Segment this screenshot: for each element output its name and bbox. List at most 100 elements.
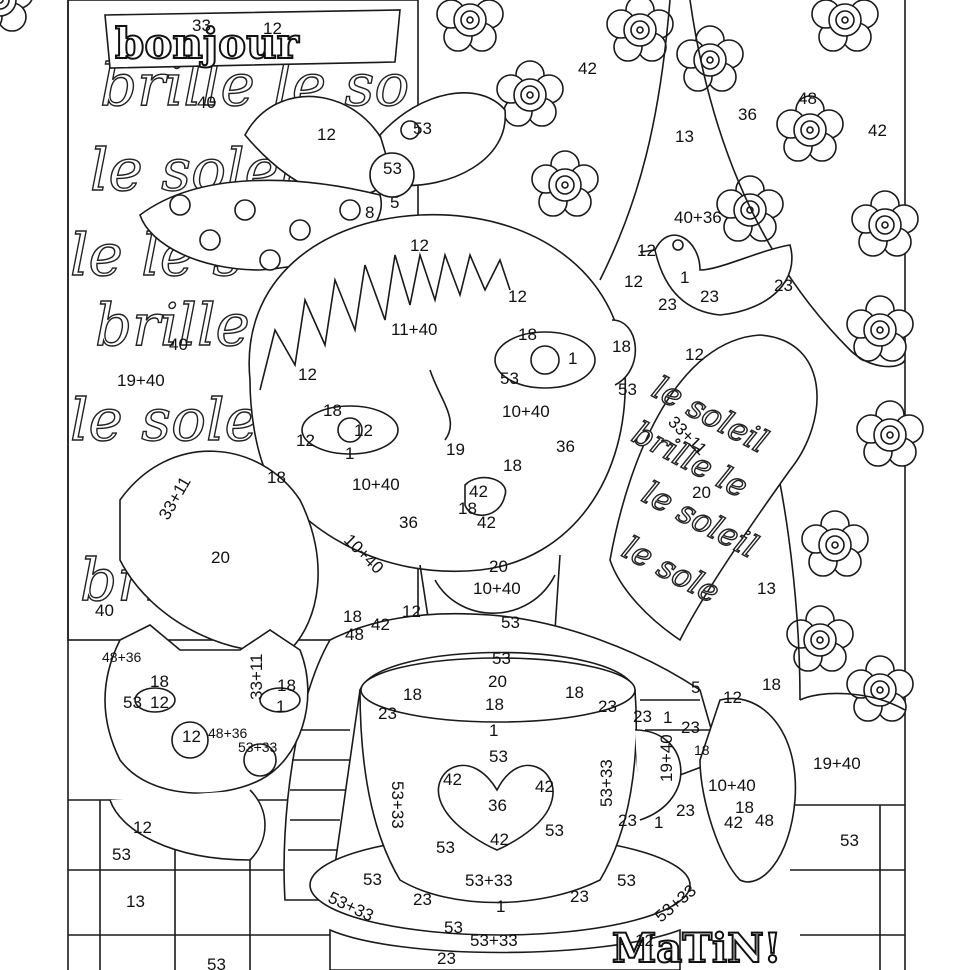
color-number: 12 <box>410 236 429 255</box>
floral-background <box>0 0 924 722</box>
cat <box>104 624 309 861</box>
curtain-line <box>599 0 671 281</box>
color-number: 13 <box>757 579 776 598</box>
color-number: 12 <box>298 365 317 384</box>
color-number: 53 <box>617 871 636 890</box>
color-number: 33+11 <box>247 654 266 700</box>
color-number: 42 <box>477 513 496 532</box>
color-number: 19+40 <box>657 734 676 782</box>
color-number: 53 <box>363 870 382 889</box>
color-number: 48 <box>798 89 817 108</box>
color-number: 40 <box>169 335 188 354</box>
color-number: 53 <box>383 159 402 178</box>
coffee-cup <box>309 651 691 970</box>
color-number: 36 <box>399 513 418 532</box>
color-number: 12 <box>354 421 373 440</box>
color-number: 20 <box>211 548 230 567</box>
color-number: 20 <box>488 672 507 691</box>
color-number: 42 <box>535 777 554 796</box>
curtain-line <box>689 0 906 368</box>
color-number: 53 <box>489 747 508 766</box>
hair-bow <box>139 92 506 271</box>
color-number: 1 <box>496 897 505 916</box>
color-number: 20 <box>692 483 711 502</box>
right-hand-sleeve <box>699 697 797 883</box>
color-number: 1 <box>276 697 285 716</box>
script-line: brille <box>95 291 250 359</box>
color-number: 36 <box>738 105 757 124</box>
color-number: 53 <box>500 369 519 388</box>
color-number: 42 <box>578 59 597 78</box>
color-number: 10+40 <box>473 579 521 598</box>
color-number: 1 <box>680 268 689 287</box>
color-number: 36 <box>556 437 575 456</box>
color-number: 48 <box>345 625 364 644</box>
color-number: 18 <box>323 401 342 420</box>
color-number: 12 <box>317 125 336 144</box>
right-arm: le soleil brille le le soleil le sole <box>609 334 818 642</box>
color-number: 36 <box>488 796 507 815</box>
color-number: 12 <box>296 431 315 450</box>
color-number: 53+33 <box>470 931 518 950</box>
color-number: 23 <box>570 887 589 906</box>
color-number: 42 <box>868 121 887 140</box>
color-number: 8 <box>365 203 374 222</box>
flower <box>496 60 564 127</box>
tablecloth-grid <box>68 799 905 970</box>
color-number: 53 <box>501 613 520 632</box>
color-number: 10+40 <box>708 776 756 795</box>
color-number-labels: 33 12 40 12 53 53 8 5 12 42 13 48 36 42 … <box>95 16 887 970</box>
color-number: 20 <box>489 557 508 576</box>
color-number: 18 <box>735 798 754 817</box>
flower <box>676 25 744 92</box>
flower <box>846 295 914 362</box>
color-number: 42 <box>443 770 462 789</box>
color-number: 12 <box>685 345 704 364</box>
color-number: 53 <box>444 918 463 937</box>
color-number: 12 <box>508 287 527 306</box>
color-number: 40 <box>197 93 216 112</box>
color-number: 42 <box>371 615 390 634</box>
flower <box>856 400 924 467</box>
color-number: 18 <box>565 683 584 702</box>
color-number: 23 <box>658 295 677 314</box>
color-number: 18 <box>458 499 477 518</box>
color-number: 18 <box>403 685 422 704</box>
color-number: 53 <box>123 693 142 712</box>
color-number: 23 <box>378 704 397 723</box>
color-number: 19+40 <box>813 754 861 773</box>
flower <box>606 0 674 62</box>
color-number: 23 <box>598 697 617 716</box>
color-number: 11+40 <box>391 320 437 339</box>
color-number: 12 <box>133 818 152 837</box>
color-number: 23 <box>681 718 700 737</box>
flower <box>436 0 504 52</box>
curtain-line <box>799 692 906 711</box>
color-number: 1 <box>568 349 577 368</box>
flower <box>811 0 879 52</box>
color-number: 53 <box>840 831 859 850</box>
color-number: 40 <box>95 601 114 620</box>
color-number: 40+36 <box>674 208 722 227</box>
color-number: 42 <box>490 830 509 849</box>
color-number: 12 <box>635 931 654 950</box>
color-number: 5 <box>691 678 700 697</box>
color-number: 12 <box>150 693 169 712</box>
color-number: 18 <box>343 607 362 626</box>
color-number: 53+33 <box>597 759 616 807</box>
color-number: 42 <box>724 813 743 832</box>
color-number: 18 <box>762 675 781 694</box>
color-number: 23 <box>676 801 695 820</box>
color-number: 10+40 <box>502 402 550 421</box>
color-number: 53 <box>436 838 455 857</box>
color-number: 48+36 <box>208 725 248 741</box>
color-number: 53+33 <box>465 871 513 890</box>
color-number: 1 <box>654 813 663 832</box>
color-number: 18 <box>612 337 631 356</box>
color-number: 19+40 <box>117 371 165 390</box>
bird <box>639 234 793 316</box>
color-number: 18 <box>150 672 169 691</box>
color-number: 18 <box>694 742 710 758</box>
